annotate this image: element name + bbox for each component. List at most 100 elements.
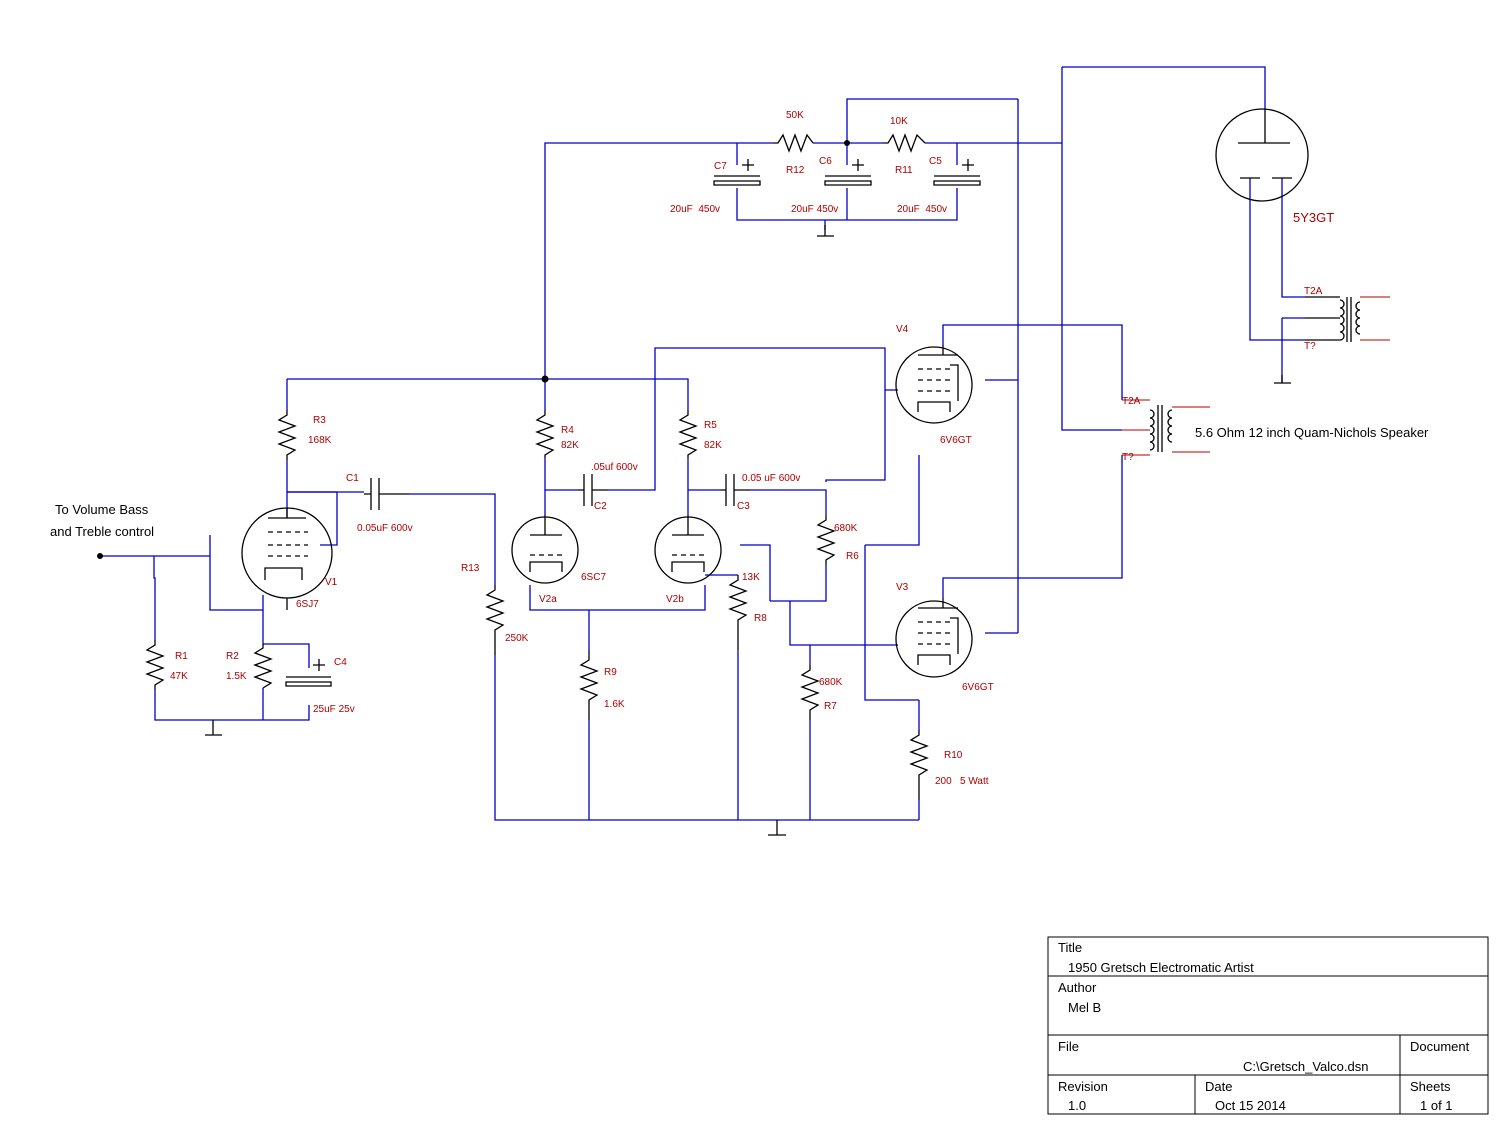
r4-value: 82K [561, 440, 579, 451]
title-label: Title [1058, 940, 1082, 955]
document-label: Document [1410, 1039, 1470, 1054]
resistor-r11 [883, 133, 926, 153]
r4-ref: R4 [561, 425, 574, 436]
v2a-type: 6SC7 [581, 572, 606, 583]
ground-symbol [1274, 375, 1291, 384]
r3-value: 168K [308, 435, 332, 446]
resistor-r13 [485, 585, 505, 655]
resistor-r2 [253, 644, 273, 689]
c6-value: 20uF 450v [791, 204, 838, 215]
tube-v3 [895, 598, 973, 678]
resistors [145, 133, 929, 800]
tube-v2a [511, 515, 579, 584]
output-transformer-bottom: T? [1122, 452, 1134, 463]
c4-value: 25uF 25v [313, 704, 355, 715]
title-block: Title 1950 Gretsch Electromatic Artist A… [1047, 936, 1489, 1115]
power-transformer-bottom: T? [1304, 341, 1316, 352]
r3-ref: R3 [313, 415, 326, 426]
c3-value: 0.05 uF 600v [742, 473, 800, 484]
ground-symbol [768, 820, 786, 836]
v2a-ref: V2a [539, 594, 557, 605]
capacitor-c6 [824, 159, 872, 186]
power-transformer [1305, 296, 1390, 342]
capacitors [285, 159, 981, 687]
junction-dot [844, 140, 850, 146]
input-terminal [97, 553, 103, 559]
rectifier-type: 5Y3GT [1293, 210, 1334, 225]
r12-ref: R12 [786, 165, 805, 176]
resistor-r3 [277, 410, 297, 460]
capacitor-c5 [933, 159, 981, 186]
c7-ref: C7 [714, 161, 727, 172]
output-transformer [1122, 399, 1210, 456]
resistor-r1 [145, 640, 165, 690]
resistor-r5 [678, 410, 698, 458]
labels: To Volume Bass and Treble control R1 47K… [50, 110, 1429, 787]
junctions [97, 140, 850, 559]
c7-value: 20uF 450v [670, 204, 720, 215]
speaker-label: 5.6 Ohm 12 inch Quam-Nichols Speaker [1195, 425, 1429, 440]
c1-ref: C1 [346, 473, 359, 484]
r5-value: 82K [704, 440, 722, 451]
ground-symbol [817, 225, 834, 237]
date-label: Date [1205, 1079, 1232, 1094]
r6-ref: R6 [846, 551, 859, 562]
v3-type: 6V6GT [962, 682, 994, 693]
c1-value: 0.05uF 600v [357, 523, 413, 534]
tube-v4 [895, 345, 973, 424]
c5-ref: C5 [929, 156, 942, 167]
revision-value: 1.0 [1068, 1098, 1086, 1113]
author-label: Author [1058, 980, 1097, 995]
resistor-r12 [773, 133, 814, 153]
ground-symbol [205, 720, 222, 736]
input-label-line2: and Treble control [50, 524, 154, 539]
resistor-r9 [579, 650, 599, 720]
r13-ref: R13 [461, 563, 480, 574]
r5-ref: R5 [704, 420, 717, 431]
c3-ref: C3 [737, 501, 750, 512]
r6-value: 680K [834, 523, 858, 534]
v4-ref: V4 [896, 324, 909, 335]
r1-value: 47K [170, 671, 188, 682]
r10-value: 200 5 Watt [935, 776, 989, 787]
resistor-r10 [909, 730, 929, 800]
resistor-r8 [728, 575, 748, 650]
revision-label: Revision [1058, 1079, 1108, 1094]
input-label-line1: To Volume Bass [55, 502, 149, 517]
sheets-label: Sheets [1410, 1079, 1451, 1094]
output-transformer-top: T2A [1122, 396, 1141, 407]
c2-value: .05uf 600v [591, 462, 638, 473]
power-transformer-top: T2A [1304, 286, 1323, 297]
tube-v1 [241, 507, 333, 610]
r7-value: 680K [819, 677, 843, 688]
capacitor-c2 [578, 474, 608, 506]
r10-ref: R10 [944, 750, 963, 761]
r1-ref: R1 [175, 651, 188, 662]
author-value: Mel B [1068, 1000, 1101, 1015]
c5-value: 20uF 450v [897, 204, 947, 215]
r11-ref: R11 [895, 165, 913, 176]
capacitor-c3 [721, 474, 750, 506]
tubes [241, 108, 1309, 678]
c6-ref: C6 [819, 156, 832, 167]
r2-ref: R2 [226, 651, 239, 662]
capacitor-c4 [285, 659, 332, 687]
ground-symbols [205, 225, 1291, 836]
resistor-r7 [800, 665, 820, 720]
c2-ref: C2 [594, 501, 607, 512]
v4-type: 6V6GT [940, 435, 972, 446]
v1-type: 6SJ7 [296, 599, 319, 610]
r7-ref: R7 [824, 701, 837, 712]
date-value: Oct 15 2014 [1215, 1098, 1286, 1113]
r2-value: 1.5K [226, 671, 247, 682]
file-value: C:\Gretsch_Valco.dsn [1243, 1059, 1368, 1074]
r9-value: 1.6K [604, 699, 625, 710]
wires [100, 66, 1305, 821]
v1-ref: V1 [325, 577, 338, 588]
r9-ref: R9 [604, 667, 617, 678]
file-label: File [1058, 1039, 1079, 1054]
r8-ref: R8 [754, 613, 767, 624]
title-value: 1950 Gretsch Electromatic Artist [1068, 960, 1254, 975]
r12-value: 50K [786, 110, 804, 121]
